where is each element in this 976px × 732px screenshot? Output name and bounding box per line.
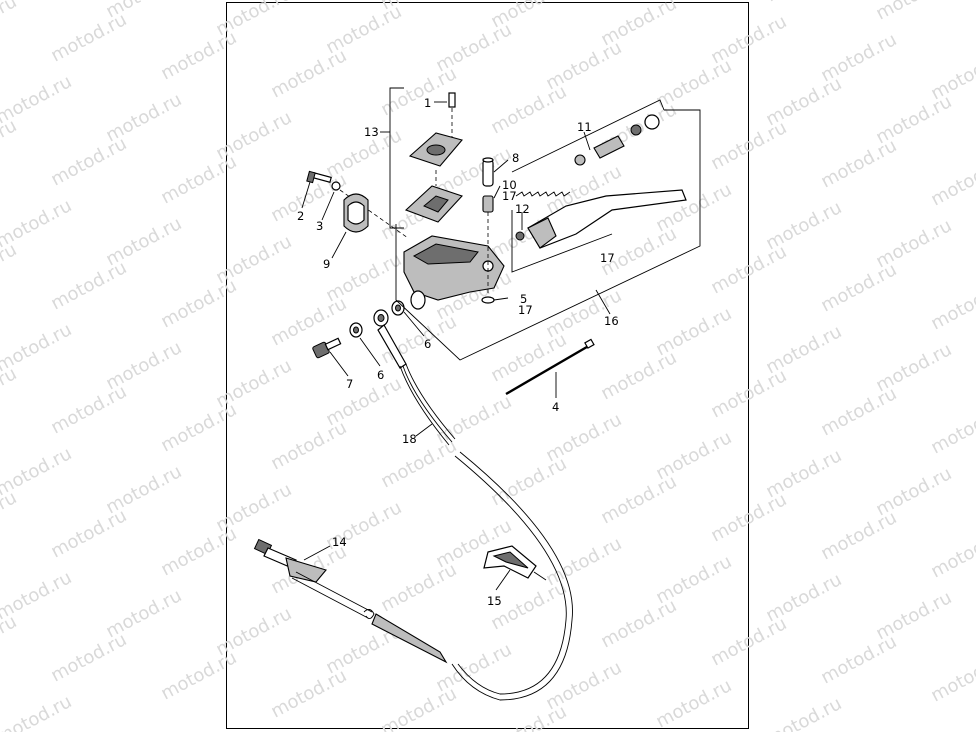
callout-12: 12 [515,202,530,216]
watermark-text: motod.ru [707,117,790,174]
master-cylinder-body [403,235,505,310]
watermark-text: motod.ru [0,0,20,48]
watermark-text: motod.ru [157,523,240,580]
callout-8: 8 [512,151,519,165]
watermark-text: motod.ru [157,647,240,704]
watermark-text: motod.ru [707,241,790,298]
callout-6-washer-outer: 6 [377,368,384,382]
watermark-text: motod.ru [762,693,845,732]
watermark-text: motod.ru [377,683,460,732]
watermark-text: motod.ru [267,417,350,474]
watermark-text: motod.ru [487,81,570,138]
pivot-pin [482,157,494,187]
watermark-text: motod.ru [157,151,240,208]
slave-cylinder-fitting [253,538,448,664]
watermark-text: motod.ru [927,153,976,210]
watermark-text: motod.ru [817,259,900,316]
reservoir-diaphragm [404,170,463,223]
watermark-text: motod.ru [597,471,680,528]
watermark-text: motod.ru [597,347,680,404]
watermark-text: motod.ru [927,525,976,582]
hose-clip [483,545,547,581]
watermark-text: motod.ru [707,365,790,422]
watermark-text: motod.ru [0,487,20,544]
callout-18: 18 [402,432,417,446]
clamp-bolt [306,170,409,239]
watermark-text: motod.ru [47,629,130,686]
watermark-text: motod.ru [157,275,240,332]
watermark-text: motod.ru [267,45,350,102]
piston-assembly [515,114,660,197]
cover-screw [448,92,456,138]
sealing-washer-inner [391,300,405,316]
callout-1: 1 [424,96,431,110]
watermark-text: motod.ru [267,665,350,722]
group-bracket-13 [389,87,404,229]
watermark-text: motod.ru [47,133,130,190]
watermark-text: motod.ru [0,239,20,296]
watermark-text: motod.ru [0,611,20,668]
handlebar-clamp [343,193,369,233]
watermark-text: motod.ru [157,399,240,456]
callout-6-washer-inner: 6 [424,337,431,351]
callout-2: 2 [297,209,304,223]
watermark-text: motod.ru [817,507,900,564]
callout-5: 5 [520,292,527,306]
callout-3: 3 [316,219,323,233]
clutch-hose [399,363,573,701]
callout-13: 13 [364,125,379,139]
group-bracket-17 [511,210,613,273]
clutch-lever [515,189,687,249]
sight-glass [481,296,495,304]
diagram-frame [226,2,749,729]
callout-14: 14 [332,535,347,549]
callout-17-group: 17 [502,189,517,203]
watermark-text: motod.ru [927,649,976,706]
callout-16: 16 [604,314,619,328]
watermark-text: motod.ru [707,489,790,546]
reservoir-cover [408,132,463,167]
cable-strap [505,338,595,396]
group-bracket-16 [395,109,701,361]
callout-17-sight-glass: 17 [518,303,533,317]
callout-10: 10 [502,178,517,192]
callout-4: 4 [552,400,559,414]
watermark-text: motod.ru [377,559,460,616]
callout-11: 11 [577,120,592,134]
watermark-text: motod.ru [47,505,130,562]
watermark-text: motod.ru [487,701,570,732]
watermark-text: motod.ru [927,401,976,458]
watermark-text: motod.ru [817,631,900,688]
sealing-washer-outer [349,322,363,338]
banjo-fitting [373,309,407,369]
watermark-text: motod.ru [157,27,240,84]
watermark-text: motod.ru [707,613,790,670]
watermark-text: motod.ru [0,691,75,732]
callouts: 1 2 3 4 5 6 6 7 8 9 10 11 12 13 14 15 16… [297,96,619,608]
watermark-text: motod.ru [47,9,130,66]
watermark-text: motod.ru [47,257,130,314]
callout-7: 7 [346,377,353,391]
watermark-text: motod.ru [487,453,570,510]
watermark-text: motod.ru [47,381,130,438]
callout-15: 15 [487,594,502,608]
callout-9: 9 [323,257,330,271]
watermark-text: motod.ru [597,595,680,652]
watermark-text: motod.ru [487,329,570,386]
watermark-text: motod.ru [0,363,20,420]
watermark-text: motod.ru [762,0,845,6]
watermark-text: motod.ru [872,0,955,24]
group-bracket-11 [511,99,665,173]
watermark-text: motod.ru [652,675,735,732]
banjo-bolt [312,337,342,359]
watermark-text: motod.ru [927,277,976,334]
leader-lines [301,101,611,591]
callout-17-lever: 17 [600,251,615,265]
watermark-text: motod.ru [817,135,900,192]
pivot-bushing [482,195,494,296]
watermark-text: motod.ru [0,115,20,172]
watermark-text: motod.ru [817,383,900,440]
